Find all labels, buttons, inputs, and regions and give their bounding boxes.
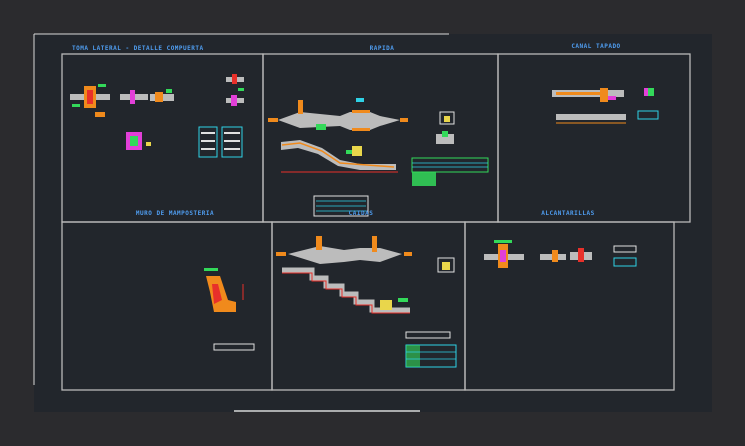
label-toma-lateral: TOMA LATERAL - DETALLE COMPUERTA [72, 45, 204, 52]
label-caidas: CAIDAS [348, 210, 374, 217]
panel-frames [61, 53, 691, 391]
drawing-alcantarillas [484, 240, 637, 268]
drawing-caidas [276, 236, 457, 368]
label-alcantarillas: ALCANTARILLAS [541, 210, 595, 217]
panel-alcantarillas [464, 221, 675, 391]
label-rapida: RAPIDA [369, 45, 395, 52]
drawing-rapida [268, 98, 489, 217]
drawing-muro [204, 268, 255, 351]
drawing-canal-tapado [552, 88, 659, 124]
label-canal-tapado: CANAL TAPADO [571, 43, 621, 50]
paper-sheet [33, 33, 712, 412]
label-muro-mamposteria: MURO DE MAMPOSTERIA [135, 210, 215, 217]
drawing-toma-lateral [70, 74, 244, 158]
